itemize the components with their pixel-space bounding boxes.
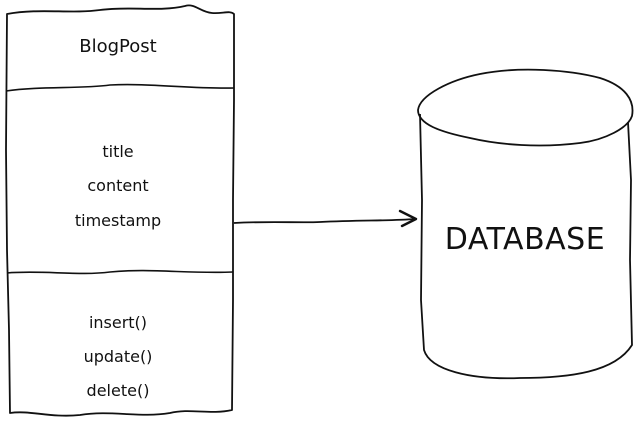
- class-divider-methods: [6, 269, 234, 275]
- class-attribute: content: [87, 176, 149, 195]
- arrow-line: [233, 218, 416, 224]
- arrow-head-icon: [398, 209, 418, 228]
- class-divider-name: [5, 83, 235, 92]
- class-attribute: timestamp: [74, 211, 162, 230]
- class-box-outline: [5, 4, 235, 417]
- class-method: insert(): [88, 313, 148, 332]
- database-label: DATABASE: [444, 222, 606, 257]
- class-method: update(): [83, 347, 153, 366]
- class-name: BlogPost: [79, 36, 157, 57]
- class-attribute: title: [102, 142, 134, 161]
- class-method: delete(): [86, 381, 150, 400]
- database-top-ellipse: [417, 68, 634, 147]
- database-body: [419, 113, 633, 380]
